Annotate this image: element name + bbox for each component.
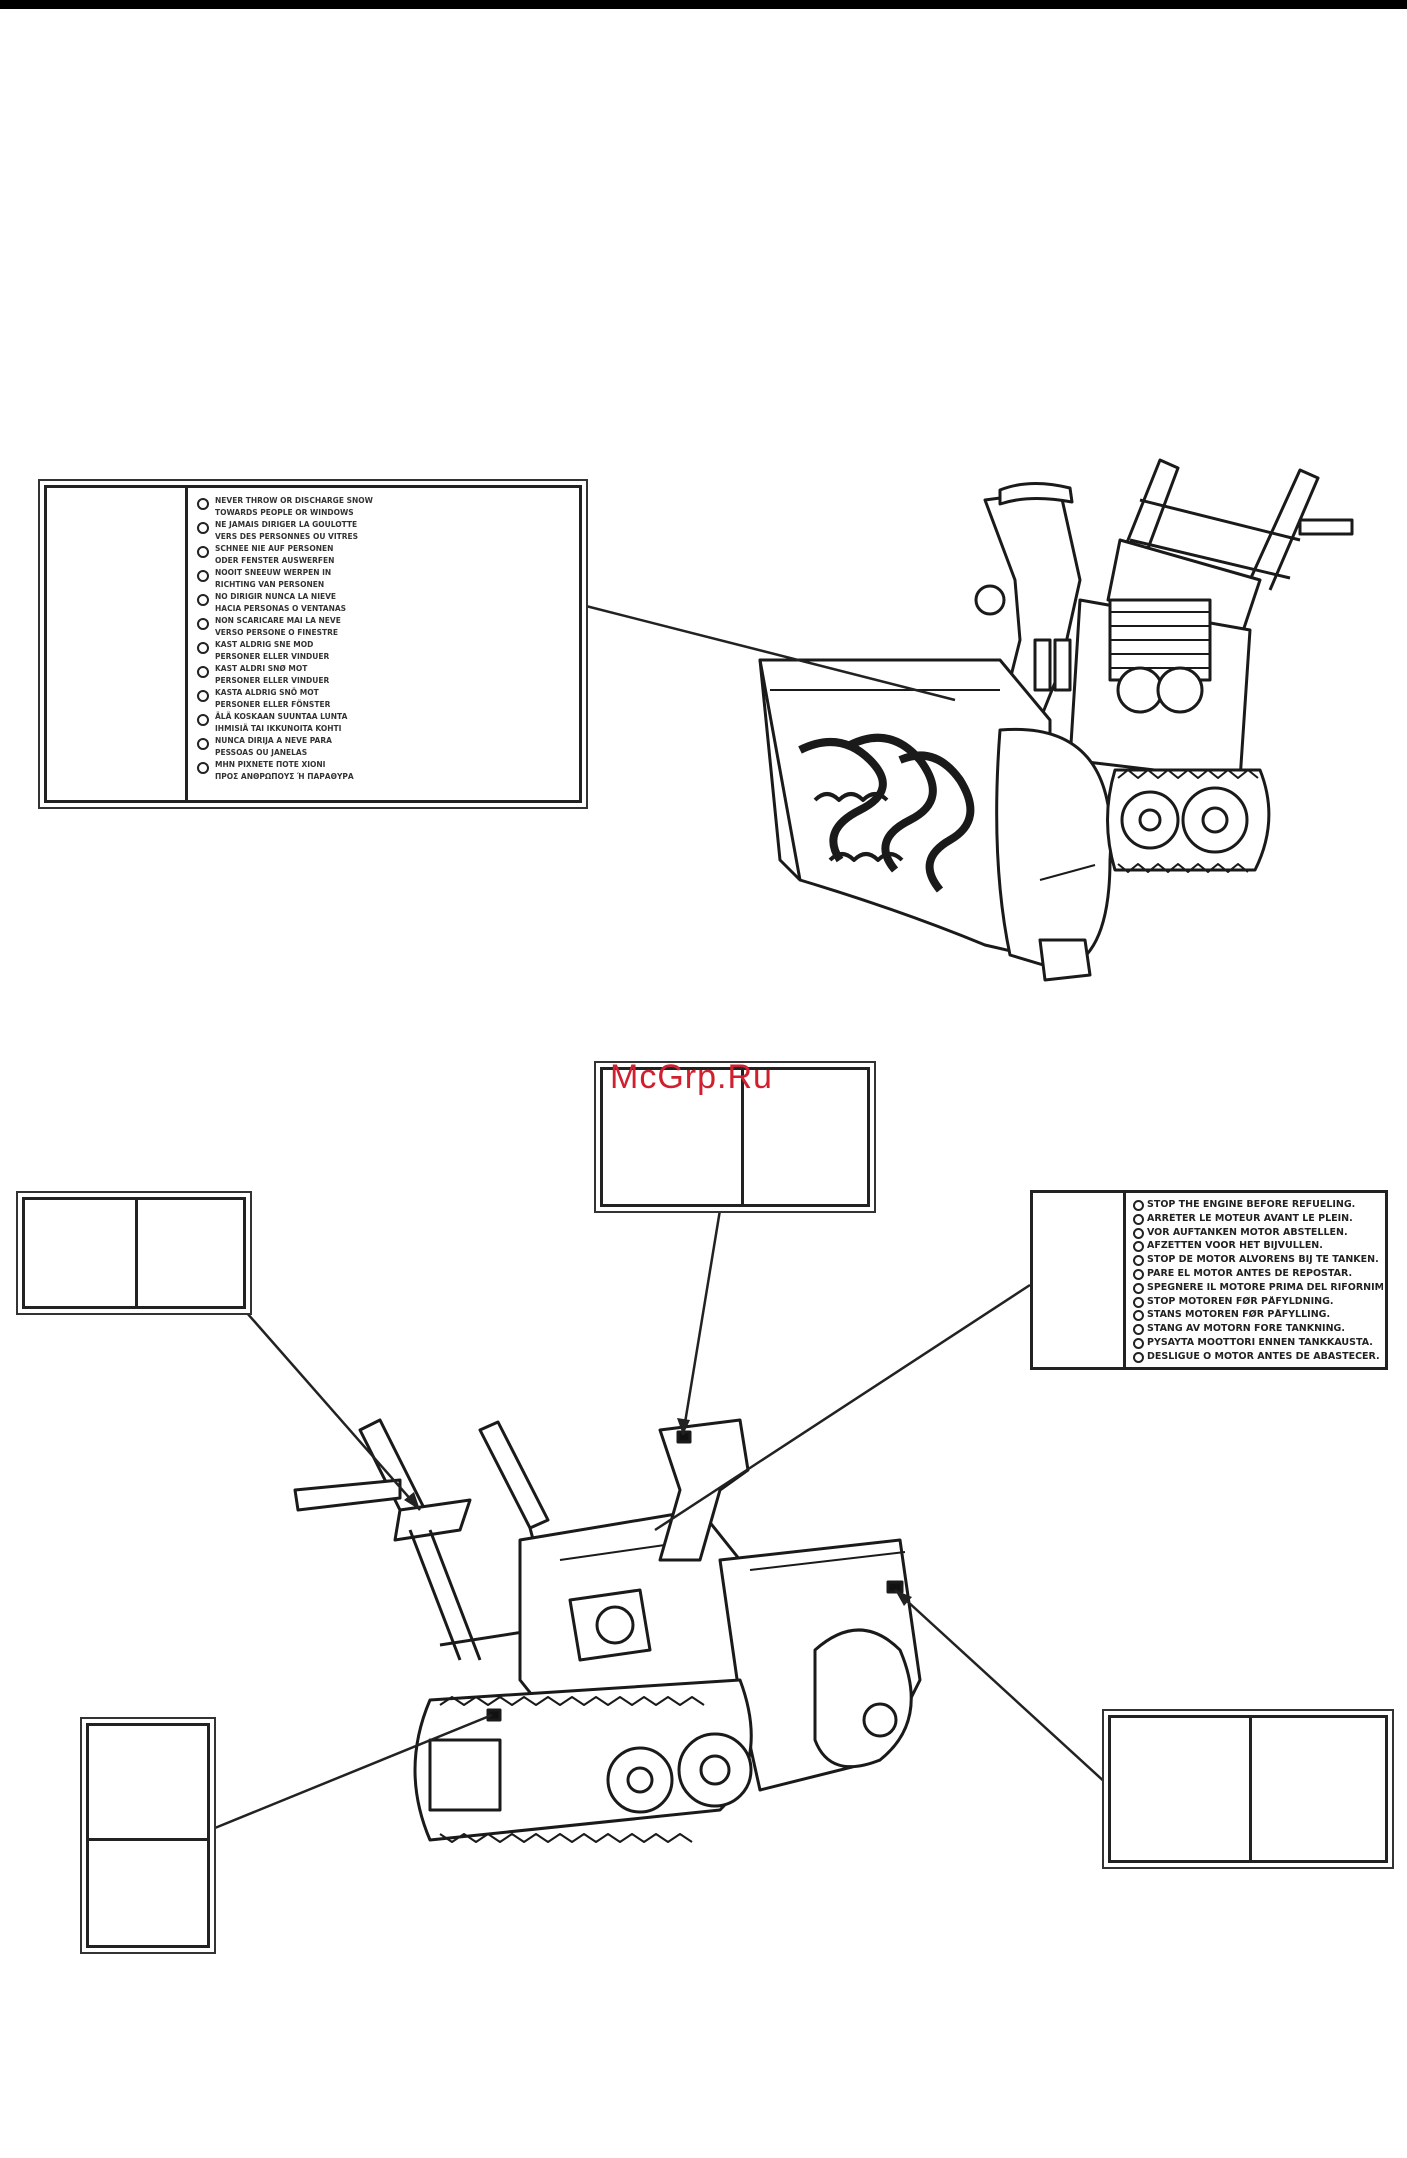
decal-text-line: VERS DES PERSONNES OU VITRES	[215, 532, 359, 541]
decal-text-line: STOP THE ENGINE BEFORE REFUELING.	[1147, 1199, 1356, 1210]
decal-text-line: NE JAMAIS DIRIGER LA GOULOTTE	[197, 520, 575, 534]
decal-text-line: SCHNEE NIE AUF PERSONEN	[197, 544, 575, 558]
language-badge-icon	[197, 570, 209, 582]
decal-text-line: ÄLÄ KOSKAAN SUUNTAA LUNTA	[197, 712, 575, 726]
decal-text-line: NOOIT SNEEUW WERPEN IN	[197, 568, 575, 582]
decal-text-line: ΠΡΟΣ ΑΝΘΡΩΠΟΥΣ Ή ΠΑΡΑΘΥΡΑ	[215, 772, 354, 781]
decal-text-line: KASTA ALDRIG SNÖ MOT	[197, 688, 575, 702]
language-badge-icon	[1133, 1310, 1144, 1322]
snowblower-illustration-bottom	[293, 1418, 922, 1843]
thrown-objects-warning-decal	[1108, 1715, 1388, 1863]
decal-text-line: IHMISIÄ TAI IKKUNOITA KOHTI	[215, 724, 342, 733]
leader-arrowheads	[404, 1418, 912, 1606]
language-badge-icon	[1133, 1227, 1144, 1239]
language-badge-icon	[197, 498, 209, 510]
decal-text-line: ARRÊTER LE MOTEUR AVANT LE PLEIN.	[1147, 1212, 1353, 1224]
watermark: McGrp.Ru	[610, 1058, 773, 1096]
decal-text-line: NEVER THROW OR DISCHARGE SNOW	[197, 496, 575, 510]
decal-text-line: VERSO PERSONE O FINESTRE	[215, 628, 338, 637]
decal-text-line: NON SCARICARE MAI LA NEVE	[197, 616, 575, 630]
language-badge-icon	[197, 618, 209, 630]
language-badge-icon	[1133, 1338, 1144, 1349]
warning-manual-decal-handle	[86, 1723, 210, 1948]
decal-text-line: DESLIGUE O MOTOR ANTES DE ABASTECER.	[1147, 1350, 1380, 1362]
decal-divider	[185, 488, 188, 800]
decal-text-line: VOR AUFTANKEN MOTOR ABSTELLEN.	[1147, 1226, 1348, 1238]
decal-text-line: KAST ALDRI SNØ MOT	[197, 664, 575, 678]
decal-text-line: NUNCA DIRIJA A NEVE PARA	[197, 736, 575, 750]
decal-divider	[135, 1200, 138, 1306]
language-badge-icon	[1133, 1200, 1144, 1211]
language-badge-icon	[1133, 1351, 1144, 1363]
decal-text-line: PARE EL MOTOR ANTES DE REPOSTAR.	[1147, 1268, 1353, 1279]
decal-text-line: STÄNG AV MOTORN FÖRE TANKNING.	[1147, 1323, 1345, 1335]
decal-divider	[89, 1838, 207, 1841]
decal-text-line: STOP DE MOTOR ALVORENS BIJ TE TANKEN.	[1147, 1254, 1379, 1266]
language-badge-icon	[1133, 1282, 1144, 1294]
decal-text-line: AFZETTEN VOOR HET BIJVULLEN.	[1147, 1240, 1323, 1252]
language-badge-icon	[1133, 1269, 1144, 1280]
language-badge-icon	[197, 690, 209, 702]
language-badge-icon	[1133, 1324, 1144, 1336]
decal-text-line: ODER FENSTER AUSWERFEN	[215, 556, 335, 565]
language-badge-icon	[197, 666, 209, 678]
decal-text-line: STANS MOTOREN FØR PÅFYLLING.	[1147, 1309, 1331, 1321]
decal-text-line: PESSOAS OU JANELAS	[215, 748, 308, 757]
language-badge-icon	[1133, 1296, 1144, 1308]
decal-divider	[1249, 1718, 1252, 1860]
decal-text-line: ΜΗΝ ΡΙΧΝΕΤΕ ΠΟΤΕ ΧΙΟΝΙ	[197, 760, 575, 774]
decal-text-line: PERSONER ELLER VINDUER	[215, 652, 330, 661]
decal-text-line: PERSONER ELLER VINDUER	[215, 676, 330, 685]
decal-text-line: STOP MOTOREN FØR PÅFYLDNING.	[1147, 1295, 1334, 1307]
leader-lines	[209, 603, 1109, 1832]
language-badge-icon	[197, 762, 209, 774]
snowblower-illustration-top	[758, 458, 1354, 982]
decal-text-line: NO DIRIGIR NUNCA LA NIEVE	[197, 592, 575, 606]
language-badge-icon	[1133, 1241, 1144, 1253]
decal-text-line: PYSÄYTÄ MOOTTORI ENNEN TANKKAUSTA.	[1147, 1337, 1373, 1348]
decal-divider	[1123, 1193, 1126, 1367]
decal-text-line: TOWARDS PEOPLE OR WINDOWS	[215, 508, 354, 517]
decal-text-line: SPEGNERE IL MOTORE PRIMA DEL RIFORNIMENT…	[1147, 1281, 1383, 1293]
language-badge-icon	[197, 546, 209, 558]
language-badge-icon	[197, 642, 209, 654]
language-badge-icon	[1133, 1213, 1144, 1225]
warning-manual-decal-left	[22, 1197, 246, 1309]
language-badge-icon	[197, 714, 209, 726]
top-rule	[0, 0, 1407, 9]
decal-text-block: STOP THE ENGINE BEFORE REFUELING. ARRÊTER…	[1131, 1199, 1383, 1367]
language-badge-icon	[197, 738, 209, 750]
language-badge-icon	[197, 594, 209, 606]
language-badge-icon	[1133, 1255, 1144, 1267]
decal-text-line: RICHTING VAN PERSONEN	[215, 580, 325, 589]
refuel-warning-decal: STOP THE ENGINE BEFORE REFUELING. ARRÊTER…	[1030, 1190, 1388, 1370]
decal-text-line: HACIA PERSONAS O VENTANAS	[215, 604, 347, 613]
language-badge-icon	[197, 522, 209, 534]
rotating-parts-warning-decal	[600, 1067, 870, 1207]
decal-divider	[741, 1070, 744, 1204]
decal-text-line: PERSONER ELLER FÖNSTER	[215, 700, 331, 709]
decal-text-line: KAST ALDRIG SNE MOD	[197, 640, 575, 654]
